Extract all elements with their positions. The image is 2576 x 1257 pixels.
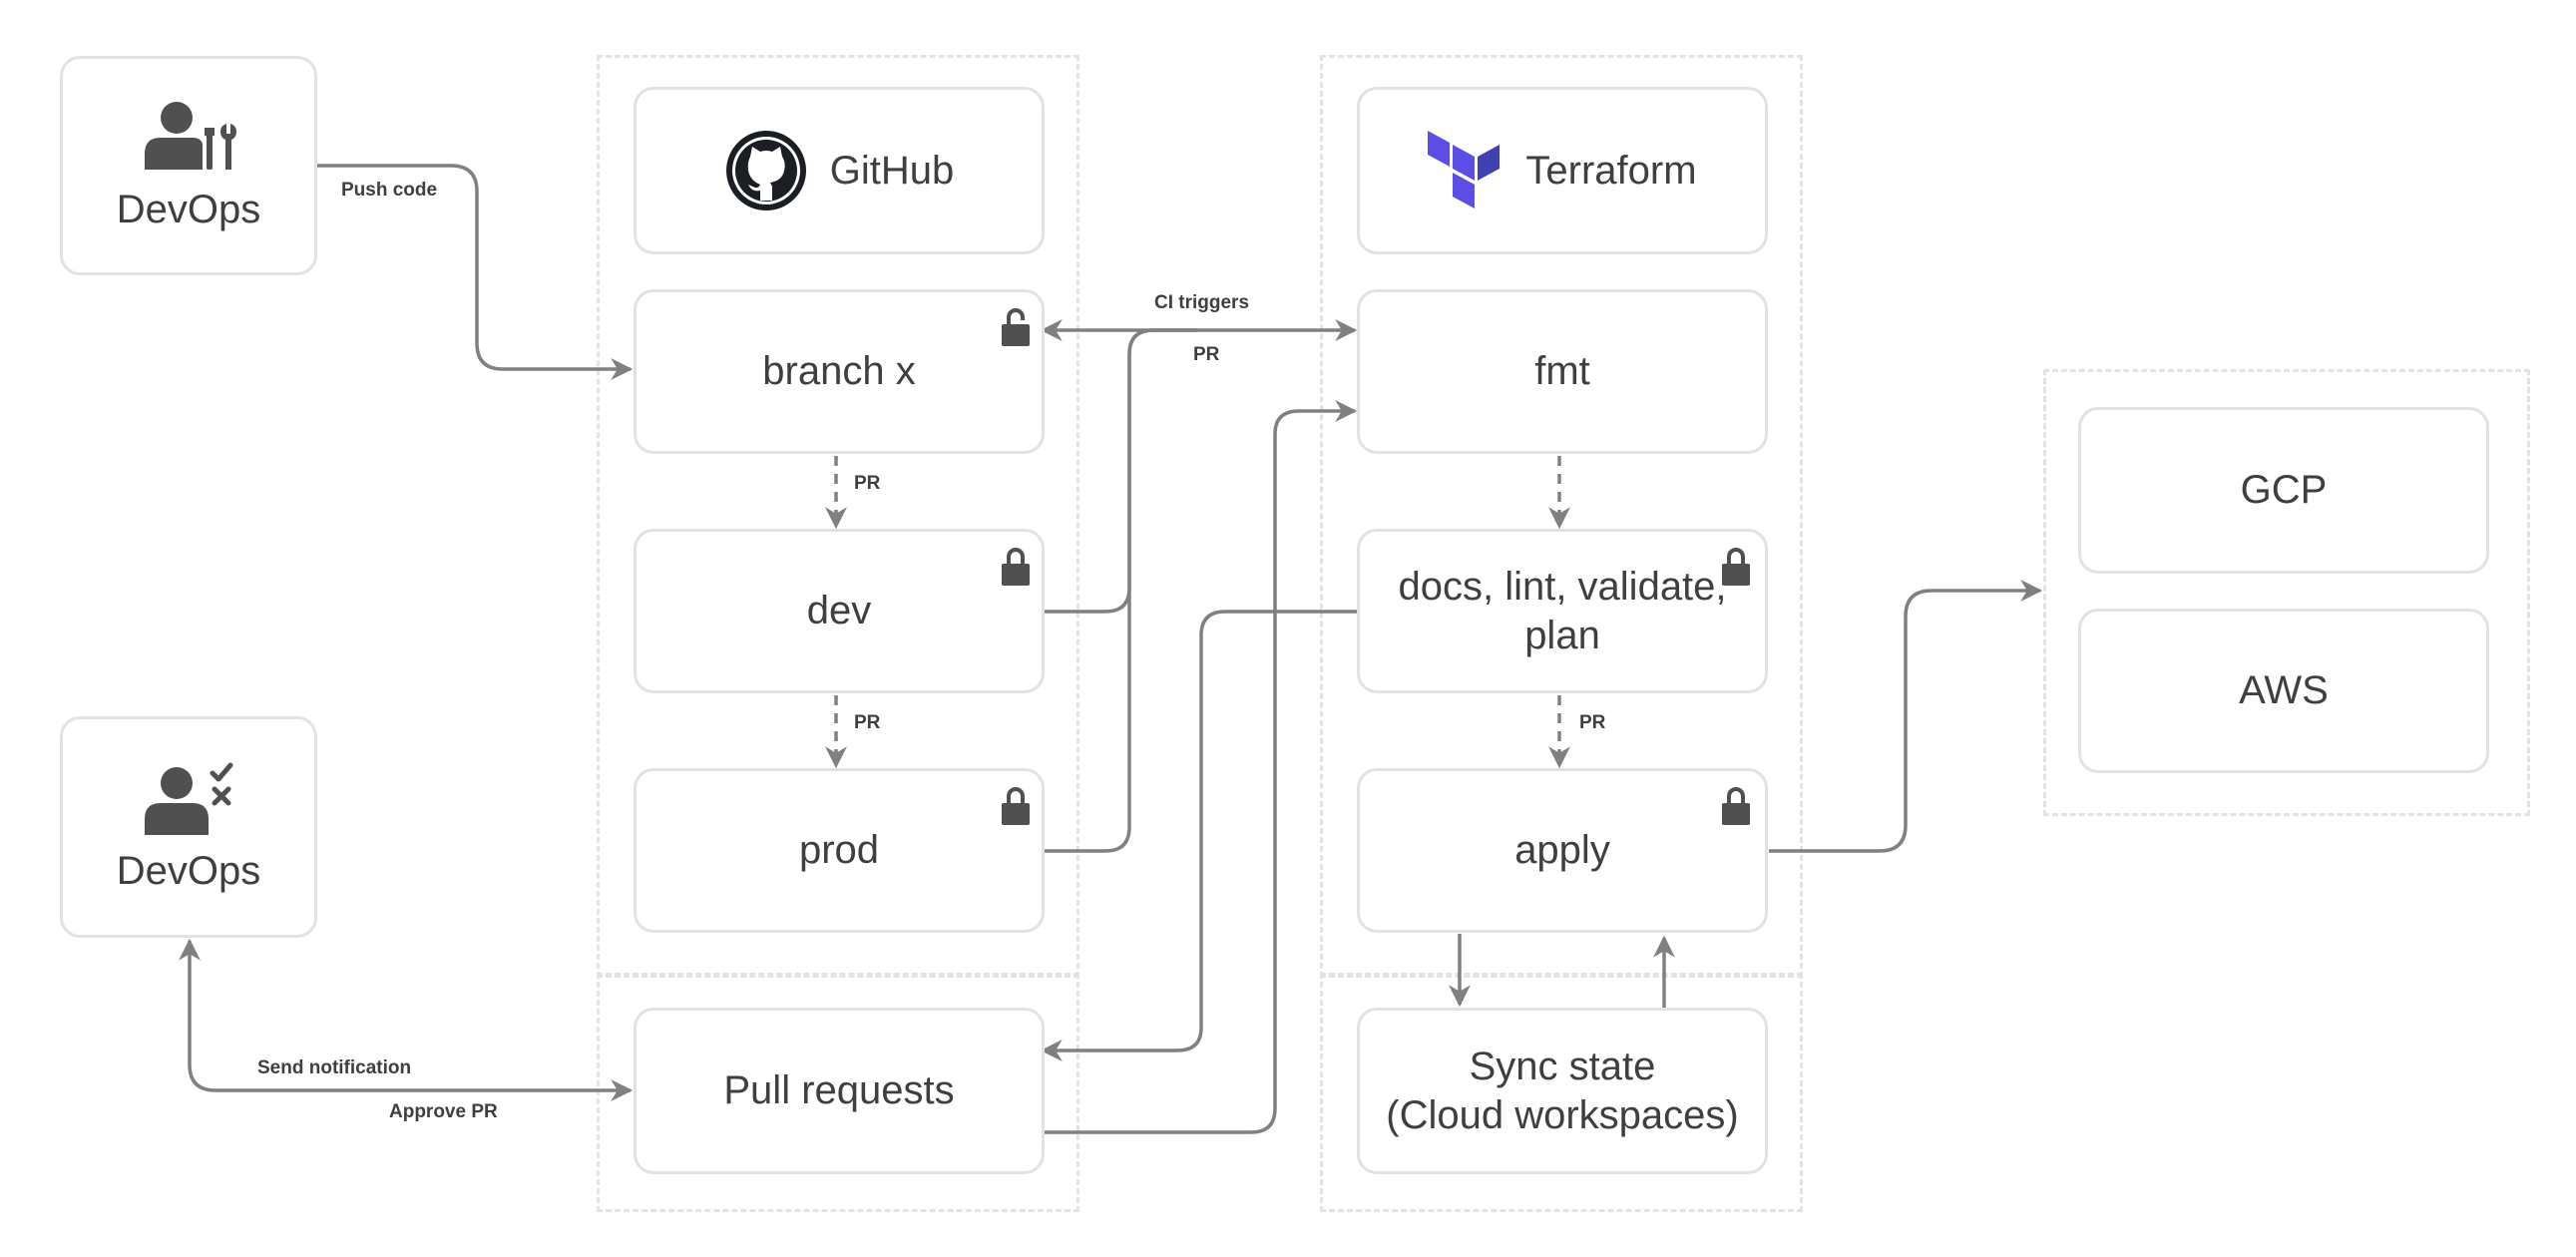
padlock-open-icon [1002,308,1030,346]
push-code-connector [317,164,634,380]
terraform-logo-icon [1428,131,1501,209]
dev-to-fmt-connector [1043,328,1197,614]
notification-connector [179,938,634,1101]
pull-requests-label: Pull requests [723,1068,955,1113]
pr-branch-dev-label: PR [854,473,881,494]
fmt-label: fmt [1534,349,1590,394]
aws-label: AWS [2239,668,2329,713]
approve-pr-label: Approve PR [389,1101,498,1122]
push-code-label: Push code [341,180,438,201]
github-octocat-icon [725,131,806,210]
terraform-title: Terraform [1525,148,1697,193]
sync-state-node: Sync state (Cloud workspaces) [1357,1008,1768,1174]
devops-bottom-card: DevOps [60,716,317,938]
terraform-group [1320,55,1803,978]
user-wrench-icon [145,101,236,170]
gcp-node: GCP [2078,407,2489,574]
apply-to-cloud-connector [1769,580,2043,853]
padlock-icon [1722,787,1750,825]
docs-to-pull-requests-connector [1040,610,1357,1061]
docs-lint-validate-plan-label: docs, lint, validate, plan [1398,564,1727,657]
pr-top-label: PR [1193,344,1220,365]
pull-requests-node: Pull requests [634,1008,1045,1174]
devops-bottom-label: DevOps [116,848,261,893]
sync-state-label-line2: (Cloud workspaces) [1386,1092,1739,1137]
docs-lint-validate-plan-node: docs, lint, validate, plan [1357,529,1768,693]
sync-state-label-line1: Sync state [1469,1044,1656,1088]
prod-node: prod [634,768,1045,933]
fmt-node: fmt [1357,289,1768,454]
terraform-sync-group [1320,973,1803,1212]
user-check-icon [145,762,233,835]
branch-x-label: branch x [762,349,916,394]
cloud-group [2043,369,2530,816]
gcp-label: GCP [2240,468,2328,513]
devops-top-label: DevOps [116,187,261,231]
dev-label: dev [806,589,872,633]
send-notification-label: Send notification [257,1057,412,1078]
dev-node: dev [634,529,1045,693]
prod-label: prod [798,828,880,873]
ci-triggers-label: CI triggers [1154,292,1250,313]
terraform-header: Terraform [1357,87,1768,254]
prod-to-fmt-connector [1043,328,1197,853]
pull-requests-to-fmt-connector [1043,400,1358,1134]
padlock-icon [1722,548,1750,586]
github-title: GitHub [829,148,955,193]
apply-label: apply [1514,828,1610,873]
pr-docs-apply-label: PR [1579,712,1606,733]
aws-node: AWS [2078,609,2489,773]
padlock-icon [1002,548,1030,586]
pr-dev-prod-label: PR [854,712,881,733]
branch-x-node: branch x [634,289,1045,454]
padlock-icon [1002,787,1030,825]
apply-node: apply [1357,768,1768,933]
github-group [597,55,1079,978]
devops-top-card: DevOps [60,56,317,275]
github-header: GitHub [634,87,1045,254]
